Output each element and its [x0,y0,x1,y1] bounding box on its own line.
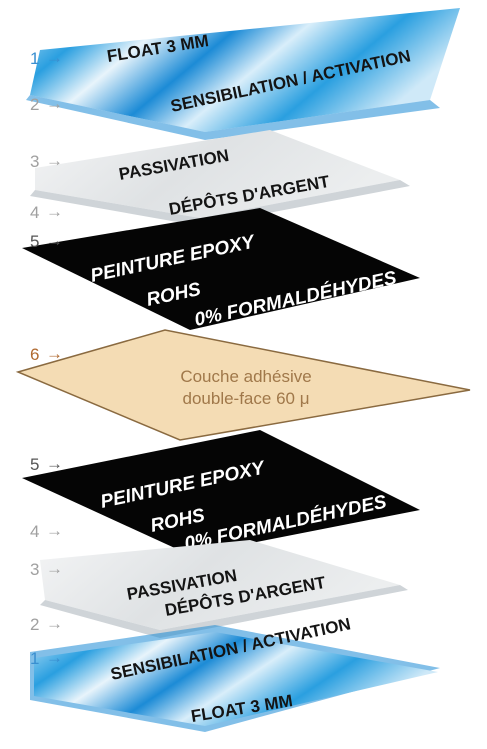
top-number-2: 2 → [30,94,63,114]
top-number-4: 4 → [30,202,63,222]
svg-text:→: → [46,559,63,578]
svg-text:4: 4 [30,203,39,222]
top-float-glass-layer [30,8,460,132]
svg-text:→: → [46,94,63,113]
top-number-5: 5 → [30,231,63,251]
svg-text:→: → [46,454,63,473]
bottom-float-glass-layer [34,632,438,726]
adhesive-line1: Couche adhésive [180,367,311,386]
bottom-number-1: 1 → [30,648,63,668]
top-epoxy-layer [22,208,420,330]
top-number-1: 1 → [30,48,63,68]
adhesive-layer [15,329,471,441]
svg-text:→: → [46,648,63,667]
svg-text:3: 3 [30,152,39,171]
adhesive-line2: double-face 60 μ [183,389,310,408]
svg-text:→: → [46,344,63,363]
svg-text:5: 5 [30,455,39,474]
bottom-number-3: 3 → [30,559,63,579]
bottom-number-2: 2 → [30,614,63,634]
svg-text:4: 4 [30,522,39,541]
svg-text:1: 1 [30,649,39,668]
svg-text:→: → [46,202,63,221]
svg-text:5: 5 [30,232,39,251]
svg-text:3: 3 [30,560,39,579]
adhesive-number: 6 → [30,344,63,364]
svg-text:1: 1 [30,49,39,68]
svg-text:2: 2 [30,615,39,634]
bottom-passivation-layer [40,585,408,638]
top-passivation-layer [35,130,400,218]
svg-text:→: → [46,521,63,540]
top-sensibilisation-layer [26,95,440,140]
bottom-epoxy-layer [22,430,420,555]
svg-text:→: → [46,614,63,633]
bottom-number-5: 5 → [30,454,63,474]
svg-text:6: 6 [30,345,39,364]
bottom-number-4: 4 → [30,521,63,541]
svg-text:→: → [46,151,63,170]
top-number-3: 3 → [30,151,63,171]
svg-text:→: → [46,48,63,67]
bottom-argent-layer [40,540,400,630]
svg-text:→: → [46,231,63,250]
svg-text:2: 2 [30,95,39,114]
